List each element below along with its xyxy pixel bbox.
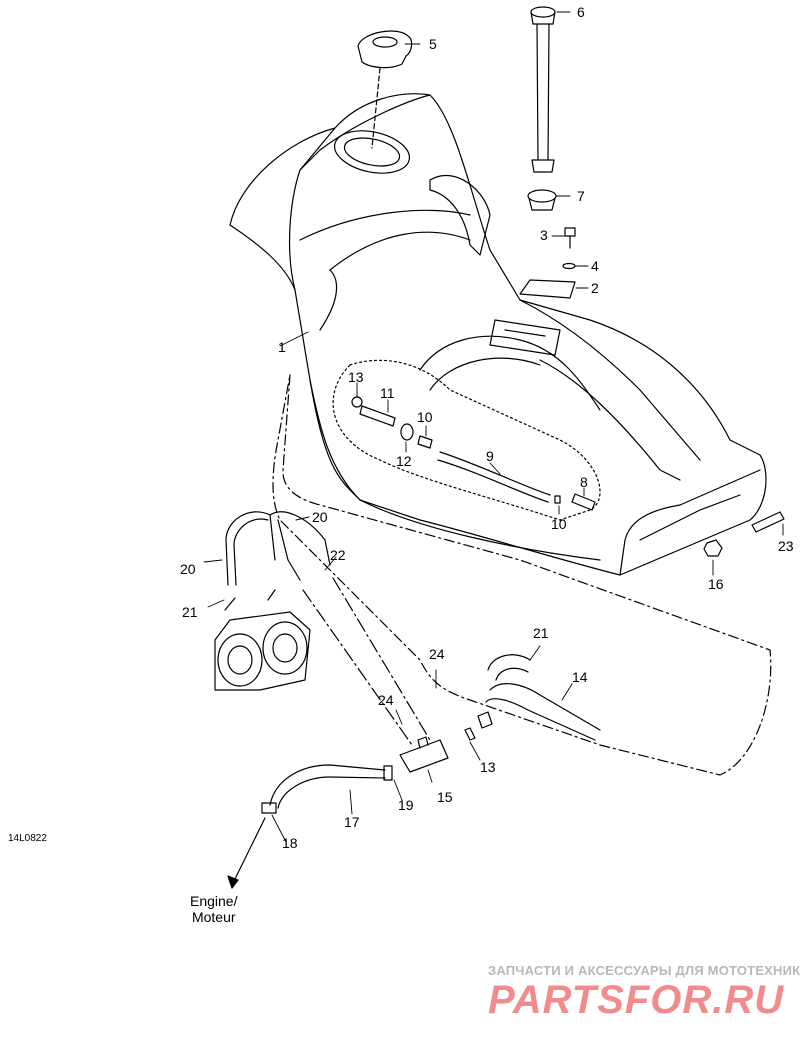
engine-arrow: [231, 817, 266, 886]
hose-routing-lines: [302, 577, 431, 746]
hose-connector: [464, 711, 493, 741]
callout-7: 7: [577, 188, 585, 204]
callout-20b: 20: [180, 561, 196, 577]
callout-21a: 21: [182, 604, 198, 620]
washer: [562, 262, 576, 270]
callout-3: 3: [540, 227, 548, 243]
engine-arrowhead: [227, 875, 239, 889]
callout-8: 8: [580, 474, 588, 490]
callout-16: 16: [708, 576, 724, 592]
engine-label-line1: Engine/: [190, 893, 238, 909]
callout-15: 15: [437, 789, 453, 805]
callout-23: 23: [778, 538, 794, 554]
callout-1: 1: [278, 339, 286, 355]
watermark-tagline: ЗАПЧАСТИ И АКСЕССУАРЫ ДЛЯ МОТОТЕХНИКИ: [488, 963, 800, 978]
callout-2: 2: [591, 280, 599, 296]
grommet: [527, 189, 557, 211]
nut: [703, 539, 723, 557]
assembly-outline-dashdot: [272, 374, 772, 776]
fuel-cap: [357, 30, 413, 69]
fuel-gauge-sender: [530, 6, 556, 173]
callout-20a: 20: [312, 509, 328, 525]
carburetors: [214, 589, 311, 691]
callout-18: 18: [282, 835, 298, 851]
fuel-tank: [229, 93, 767, 576]
callout-19: 19: [398, 797, 414, 813]
callout-10a: 10: [417, 409, 433, 425]
leader-cap-to-tank: [371, 67, 381, 149]
bolt: [751, 511, 785, 533]
callout-13b: 13: [480, 759, 496, 775]
callout-17: 17: [344, 814, 360, 830]
watermark-logo: PARTSFOR.RU: [488, 978, 785, 1022]
callout-9: 9: [486, 448, 494, 464]
leader-lines: [203, 11, 784, 843]
callout-14: 14: [572, 669, 588, 685]
engine-label-line2: Moteur: [191, 909, 236, 925]
callout-24b: 24: [378, 692, 394, 708]
assembly-outline-dotted: [332, 359, 601, 521]
callout-10b: 10: [551, 516, 567, 532]
callout-21b: 21: [533, 625, 549, 641]
callout-4: 4: [591, 258, 599, 274]
engine-label: Engine/ Moteur: [190, 893, 237, 925]
hose-elbow: [487, 654, 531, 681]
callout-6: 6: [577, 4, 585, 20]
callout-13a: 13: [348, 369, 364, 385]
vent-hoses: [225, 511, 331, 586]
callout-24a: 24: [429, 646, 445, 662]
fuel-valve: [399, 736, 449, 773]
hose-clamp: [261, 802, 277, 814]
callout-22: 22: [330, 547, 346, 563]
diagram-code: 14L0822: [8, 833, 47, 844]
screw: [564, 227, 576, 249]
fuel-hose: [485, 683, 601, 741]
callout-11: 11: [380, 385, 395, 401]
callout-5: 5: [429, 36, 437, 52]
engine-supply-hose: [269, 764, 386, 809]
hose-clamp-small: [383, 765, 393, 781]
fuel-pump-fittings: [351, 396, 596, 511]
plate: [519, 279, 576, 299]
callout-12: 12: [396, 453, 412, 469]
